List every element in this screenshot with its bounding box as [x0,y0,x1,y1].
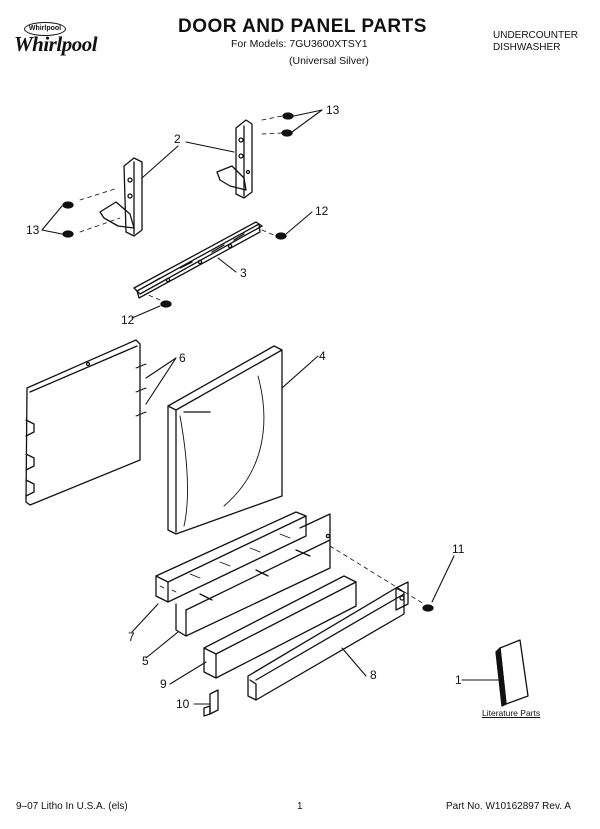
finish-line: (Universal Silver) [289,55,369,67]
inner-panel-drawing [25,339,147,506]
callout-3: 3 [240,266,247,280]
leader-lines [41,109,499,705]
callout-8: 8 [370,668,377,682]
door-bracket-drawing [133,221,263,299]
callout-6: 6 [179,351,186,365]
category-line-2: DISHWASHER [493,42,561,53]
callout-9: 9 [160,677,167,691]
outer-door-panel-drawing [167,345,283,535]
toe-panel-screw-drawing [422,604,434,612]
page-number: 1 [297,801,303,812]
literature-parts-label: Literature Parts [482,708,541,718]
callout-13-top: 13 [326,103,340,117]
alignment-dashes [79,115,425,605]
callout-1: 1 [455,673,462,687]
callout-2: 2 [174,132,181,146]
callout-12-left: 12 [121,313,135,327]
callout-13-left: 13 [26,223,40,237]
part-number: Part No. W10162897 Rev. A [446,801,571,812]
whirlpool-logo: Whirlpool Whirlpool [14,22,124,60]
clip-drawing [203,689,219,717]
kickplate-drawing [203,575,357,679]
left-hinge-drawing [99,157,143,237]
print-info: 9–07 Litho In U.S.A. (els) [16,801,128,812]
bracket-screws-drawing [160,232,287,308]
literature-booklet-drawing [495,639,529,707]
product-category: UNDERCOUNTER DISHWASHER [493,30,578,54]
brand-name: Whirlpool [14,32,98,56]
top-rail-drawing [155,511,307,603]
models-line: For Models: 7GU3600XTSY1 [231,38,368,50]
callout-10: 10 [176,697,190,711]
category-line-1: UNDERCOUNTER [493,30,578,41]
callout-11: 11 [452,542,465,556]
callout-5: 5 [142,654,149,668]
toe-panel-drawing [247,581,409,701]
right-hinge-drawing [216,119,253,199]
page-title: DOOR AND PANEL PARTS [178,16,427,37]
hinge-screws-drawing [62,112,294,238]
brand-badge: Whirlpool [24,22,66,36]
callout-7: 7 [128,630,135,644]
callout-4: 4 [319,349,326,363]
callout-12-right: 12 [315,204,329,218]
lower-frame-drawing [175,513,331,637]
